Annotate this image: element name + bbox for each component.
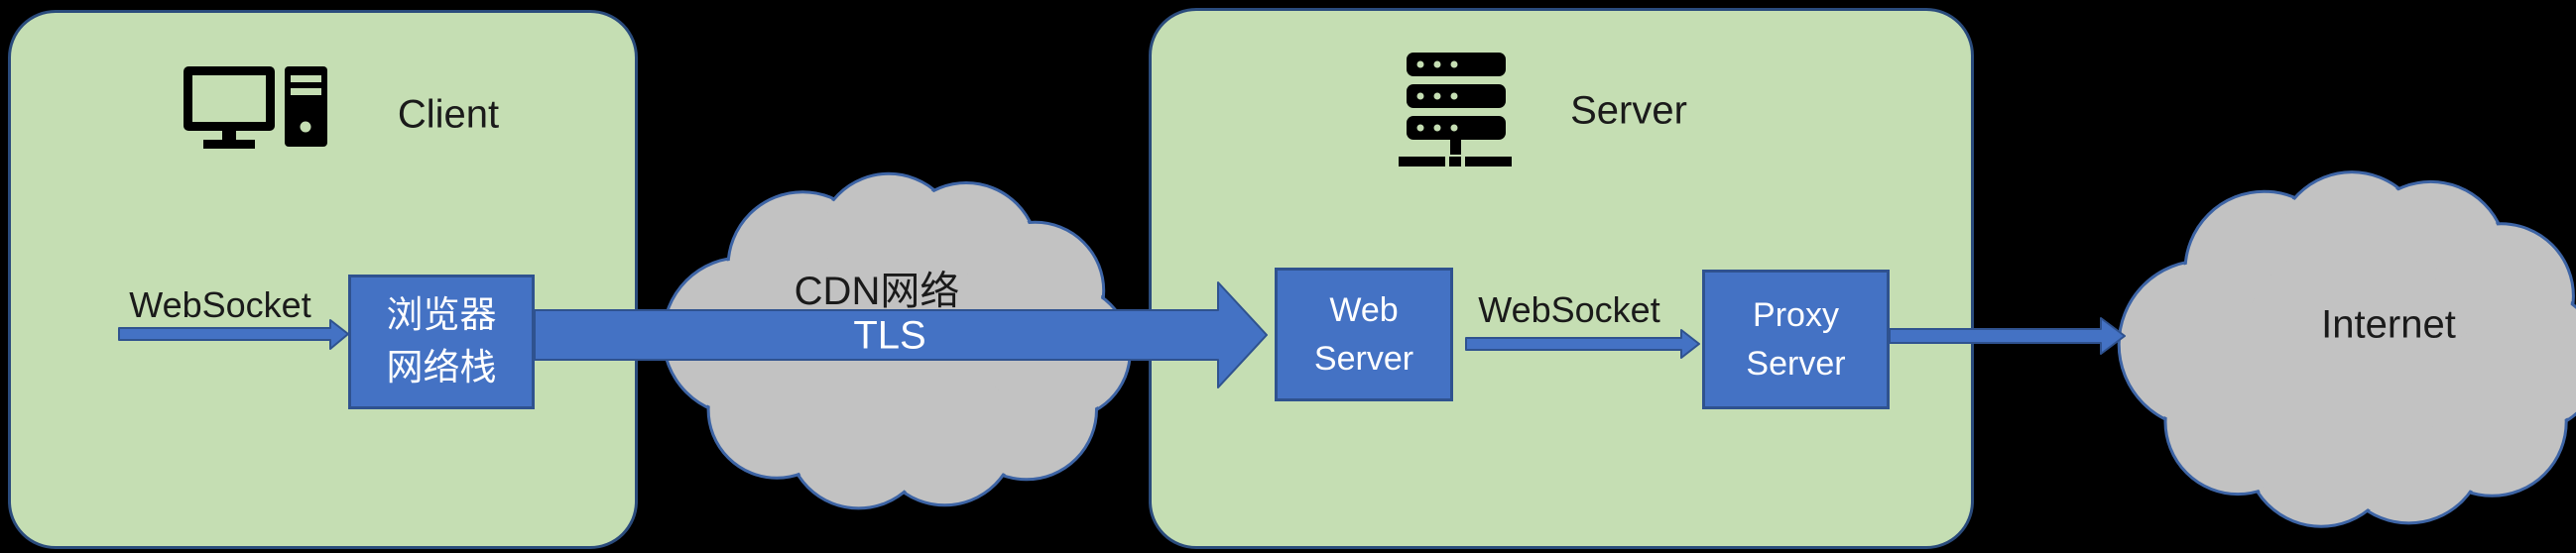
web-server-label-line1: Web xyxy=(1329,291,1399,330)
tls-arrow-label: TLS xyxy=(853,313,926,358)
web-server-node: Web Server xyxy=(1275,268,1453,401)
internet-cloud xyxy=(2117,170,2576,528)
browser-network-stack-label-line2: 网络栈 xyxy=(386,347,497,387)
browser-network-stack-label-line1: 浏览器 xyxy=(386,294,497,336)
cdn-cloud-label: CDN网络 xyxy=(794,270,960,313)
client-websocket-label: WebSocket xyxy=(129,284,311,325)
client-group-label: Client xyxy=(397,92,500,137)
web-server-label-line2: Server xyxy=(1313,339,1414,378)
server-websocket-label: WebSocket xyxy=(1478,289,1660,330)
internet-cloud-label: Internet xyxy=(2321,302,2456,347)
server-group-label: Server xyxy=(1570,88,1687,133)
proxy-server-node: Proxy Server xyxy=(1702,270,1890,409)
proxy-server-label-line2: Server xyxy=(1746,344,1846,383)
client-group-box xyxy=(8,10,638,549)
proxy-server-label-line1: Proxy xyxy=(1753,296,1839,335)
browser-network-stack-node: 浏览器 网络栈 xyxy=(348,275,535,409)
